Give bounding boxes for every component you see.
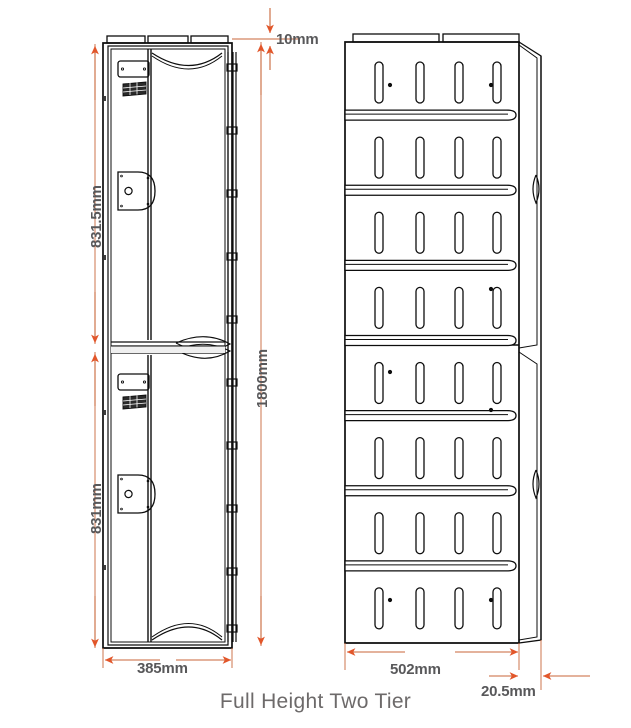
dimension-label-total-height: 1800mm xyxy=(254,349,271,408)
panel-rib xyxy=(344,485,517,497)
ventilation-slot xyxy=(415,512,425,555)
panel-rib xyxy=(344,109,517,121)
ventilation-slot xyxy=(374,136,384,179)
lock-plate-upper xyxy=(117,171,156,211)
panel-rib xyxy=(344,409,517,422)
ventilation-slot xyxy=(415,211,425,254)
ventilation-slot xyxy=(454,211,464,254)
ventilation-slot xyxy=(374,61,384,104)
upper-tier-compartment xyxy=(104,52,223,260)
lock-plate-lower xyxy=(117,474,156,514)
dimension-label-upper-tier: 831.5mm xyxy=(88,185,105,248)
ventilation-slot xyxy=(454,136,464,179)
ventilation-slot xyxy=(415,361,425,405)
drawing-caption: Full Height Two Tier xyxy=(219,690,412,713)
ventilation-slot xyxy=(415,286,425,330)
panel-rib xyxy=(344,184,517,196)
dimension-door-offset xyxy=(489,640,590,690)
panel-rib xyxy=(344,259,517,272)
dimension-width xyxy=(344,643,520,670)
ventilation-slot xyxy=(492,436,502,480)
lower-tier-compartment xyxy=(104,373,223,641)
dimension-depth xyxy=(102,648,233,668)
ventilation-slot xyxy=(492,512,502,555)
front-slotted-panels xyxy=(344,61,517,630)
dimension-label-door-offset: 20.5mm xyxy=(481,683,536,700)
ventilation-slot xyxy=(454,61,464,104)
dimension-label-lower-tier: 831mm xyxy=(88,483,105,534)
front-top-cap xyxy=(352,33,520,43)
hinge-rail xyxy=(226,52,238,642)
label-plate-upper xyxy=(117,60,150,78)
rivet-marks xyxy=(387,82,494,603)
panel-rib xyxy=(344,560,517,572)
dimension-label-width: 502mm xyxy=(390,661,441,678)
ventilation-slot xyxy=(374,512,384,555)
vent-grille-lower xyxy=(122,394,147,410)
ventilation-slot xyxy=(374,361,384,405)
depth-profile-edge xyxy=(518,41,542,644)
ventilation-slot xyxy=(374,211,384,254)
ventilation-slot xyxy=(415,61,425,104)
ventilation-slot xyxy=(454,286,464,330)
top-cap-tabs xyxy=(106,35,229,44)
ventilation-slot xyxy=(415,587,425,630)
side-section-view xyxy=(102,35,238,649)
ventilation-slot xyxy=(492,587,502,630)
hinge-joints xyxy=(226,63,238,633)
ventilation-slot xyxy=(492,361,502,405)
ventilation-slot xyxy=(492,136,502,179)
ventilation-slot xyxy=(454,587,464,630)
ventilation-slot xyxy=(492,211,502,254)
front-view xyxy=(344,33,542,644)
dimension-top-gap xyxy=(232,8,300,70)
ventilation-slot xyxy=(374,286,384,330)
dimension-annotations xyxy=(91,8,590,690)
panel-rib xyxy=(344,334,517,347)
ventilation-slot xyxy=(374,587,384,630)
dimension-label-top-gap: 10mm xyxy=(276,31,319,48)
label-plate-lower xyxy=(117,373,150,391)
ventilation-slot xyxy=(374,436,384,480)
ventilation-slot xyxy=(454,361,464,405)
vent-grille-upper xyxy=(122,81,147,97)
door-panel-edge xyxy=(147,49,152,642)
ventilation-slot xyxy=(454,512,464,555)
mid-shelf-divider xyxy=(111,336,232,359)
ventilation-slot xyxy=(492,286,502,330)
ventilation-slot xyxy=(492,61,502,104)
ventilation-slot xyxy=(415,136,425,179)
ventilation-slot xyxy=(454,436,464,480)
ventilation-slot xyxy=(415,436,425,480)
dimension-label-depth: 385mm xyxy=(137,660,188,677)
